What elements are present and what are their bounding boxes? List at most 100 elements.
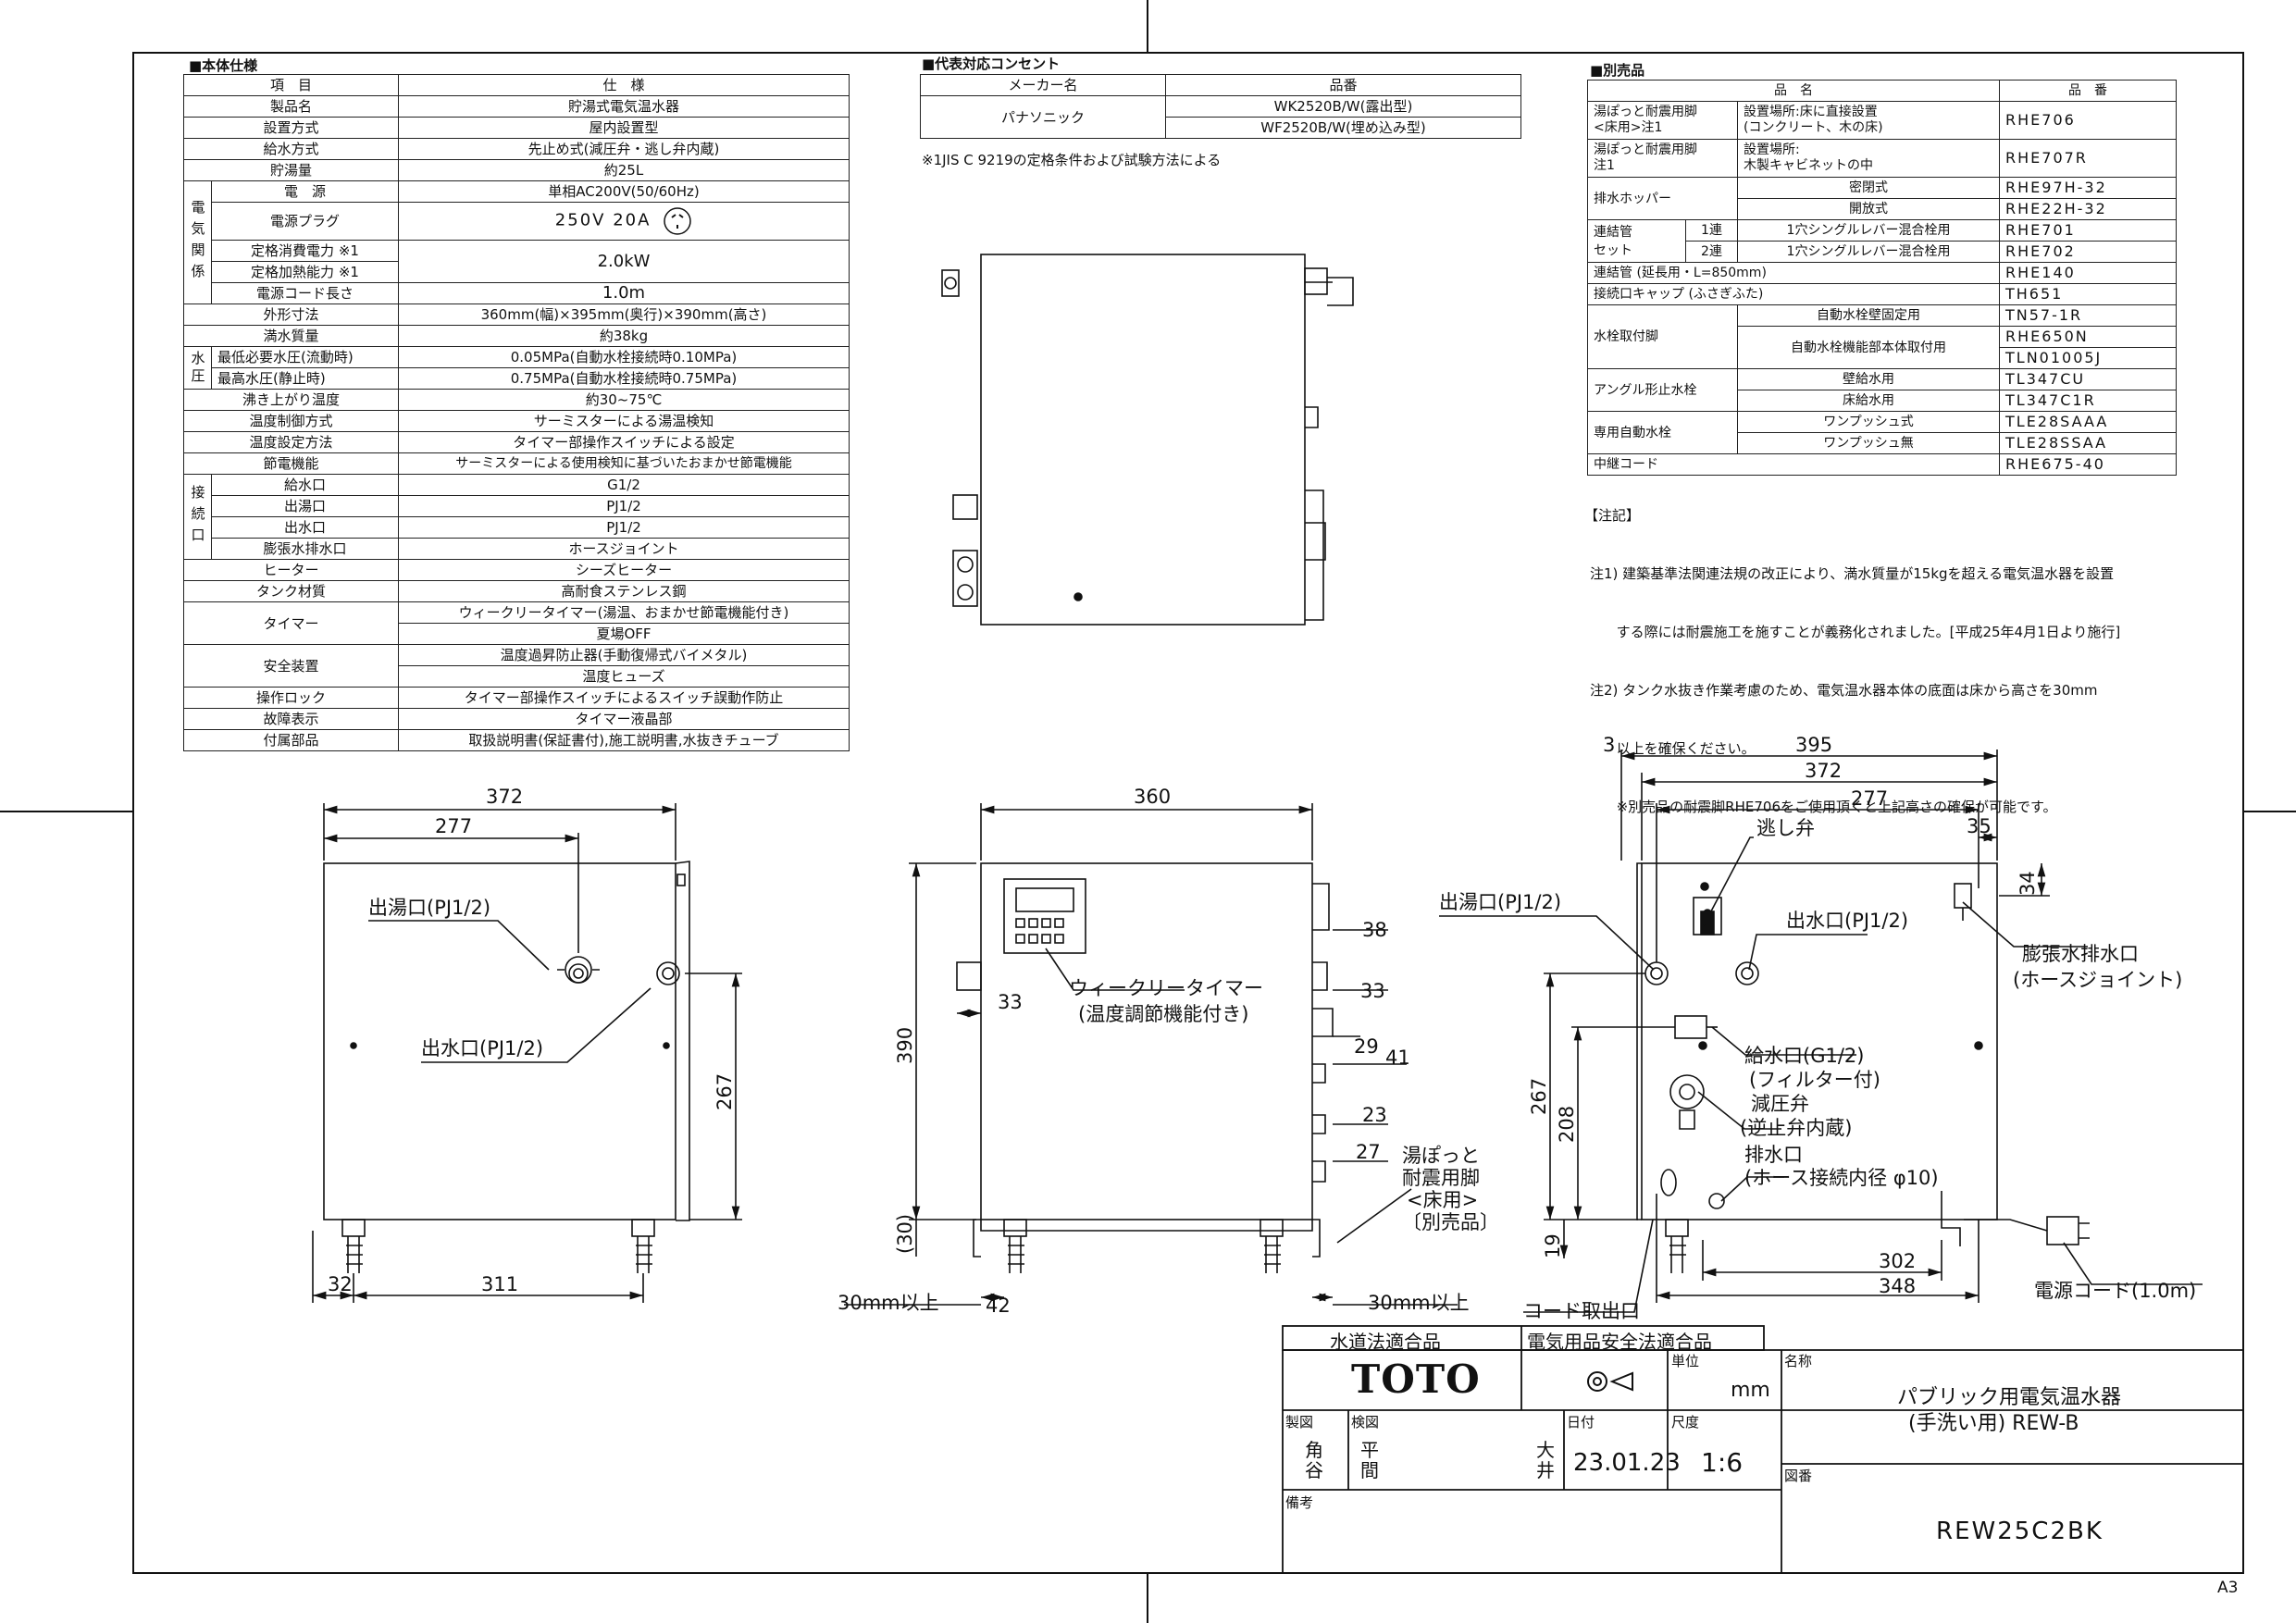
approved-by: 大井 — [1536, 1439, 1555, 1481]
label-hot-outlet: 出湯口(PJ1/2) — [1439, 891, 1561, 913]
dim-33: 33 — [1360, 980, 1385, 1002]
date-value: 23.01.23 — [1573, 1449, 1681, 1477]
plug-outlet-icon — [664, 207, 691, 235]
checked-by: 平間 — [1360, 1439, 1379, 1481]
side-view — [844, 803, 1458, 1306]
dim-41: 41 — [1385, 1047, 1410, 1069]
back-view — [1439, 750, 2203, 1313]
options-sub: 2連 — [1685, 241, 1738, 263]
label-drain: 排水口 — [1744, 1144, 1803, 1166]
label-legs: 耐震用脚 — [1402, 1167, 1480, 1189]
spec-value: PJ1/2 — [398, 495, 850, 517]
options-code: RHE707R — [1999, 139, 2177, 178]
unit-label: 単位 — [1671, 1353, 1700, 1369]
options-code: TL347C1R — [1999, 390, 2177, 412]
options-code: RHE140 — [1999, 262, 2177, 284]
spec-label: 温度設定方法 — [183, 431, 399, 453]
label-expansion-drain: 膨張水排水口 — [2022, 943, 2139, 965]
note-line: 注1) 建築基準法関連法規の改正により、満水質量が15kgを超える電気温水器を設… — [1590, 565, 2115, 582]
spec-label: 膨張水排水口 — [211, 538, 399, 560]
scale-value: 1:6 — [1701, 1447, 1744, 1478]
dim-267: 267 — [714, 1073, 736, 1110]
spec-label: 付属部品 — [183, 729, 399, 751]
dim-32: 32 — [328, 1273, 353, 1295]
spec-label: 電源コード長さ — [211, 282, 399, 304]
spec-label: 最低必要水圧(流動時) — [211, 346, 399, 368]
label-reducer-sub: (逆止弁内蔵) — [1740, 1117, 1852, 1139]
spec-label: 貯湯量 — [183, 159, 399, 181]
label-legs: <床用> — [1407, 1189, 1478, 1211]
scale-label: 尺度 — [1671, 1414, 1700, 1431]
spec-label: 操作ロック — [183, 687, 399, 709]
dim-372: 372 — [486, 786, 523, 808]
label-power-cord: 電源コード(1.0m) — [2034, 1280, 2196, 1302]
dim-267: 267 — [1528, 1078, 1550, 1115]
spec-value: 夏場OFF — [398, 623, 850, 645]
label-water-outlet: 出水口(PJ1/2) — [421, 1037, 543, 1059]
leg-right — [631, 1219, 655, 1282]
dim-390: 390 — [894, 1027, 916, 1064]
dim-29: 29 — [1354, 1035, 1379, 1058]
outlet-title: ■代表対応コンセント — [922, 56, 1061, 72]
brand-logo: TOTO — [1351, 1357, 1481, 1402]
cert-water: 水道法適合品 — [1330, 1331, 1441, 1353]
dim-360: 360 — [1134, 786, 1171, 808]
spec-value: タイマー部操作スイッチによる設定 — [398, 431, 850, 453]
spec-value: 温度過昇防止器(手動復帰式バイメタル) — [398, 644, 850, 666]
product-name-sub: (手洗い用) REW-B — [1908, 1412, 2079, 1435]
label-legs: 〔別売品〕 — [1402, 1211, 1499, 1233]
label-hot-outlet: 出湯口(PJ1/2) — [368, 897, 490, 919]
options-detail: 開放式 — [1737, 198, 2000, 220]
outlet-maker: パナソニック — [920, 95, 1166, 139]
top-view — [941, 254, 1354, 626]
dim-42: 42 — [986, 1295, 1011, 1317]
spec-value: 貯湯式電気温水器 — [398, 95, 850, 118]
dim-372: 372 — [1805, 760, 1842, 782]
leg-left — [341, 1219, 366, 1282]
name-label: 名称 — [1784, 1353, 1813, 1369]
outlet-model: WF2520B/W(埋め込み型) — [1165, 117, 1521, 139]
dim-395: 395 — [1795, 734, 1832, 756]
dim-35: 35 — [1967, 815, 1992, 837]
label-cord-outlet: コード取出口 — [1523, 1300, 1640, 1322]
label-legs: 湯ぽっと — [1402, 1145, 1480, 1167]
product-name: パブリック用電気温水器 — [1897, 1386, 2122, 1409]
options-name: アングル形止水栓 — [1587, 368, 1738, 412]
outlet-footnote: ※1JIS C 9219の定格条件および試験方法による — [922, 152, 1222, 168]
options-code: TL347CU — [1999, 368, 2177, 390]
dim-30: (30) — [894, 1214, 916, 1254]
spec-header-item: 項 目 — [183, 74, 399, 96]
spec-label: 定格消費電力 ※1 — [211, 240, 399, 262]
options-detail: 自動水栓壁固定用 — [1737, 304, 2000, 327]
options-detail: ワンプッシュ式 — [1737, 411, 2000, 433]
options-code: TN57-1R — [1999, 304, 2177, 327]
drawn-label: 製図 — [1285, 1414, 1314, 1431]
front-view — [312, 803, 742, 1303]
dim-23: 23 — [1362, 1104, 1387, 1126]
dim-3: 3 — [1603, 734, 1615, 756]
options-detail: 設置場所:床に直接設置 (コンクリート、木の床) — [1737, 101, 2000, 140]
drawing-number: REW25C2BK — [1936, 1518, 2104, 1545]
label-timer: ウィークリータイマー — [1069, 977, 1263, 999]
dim-302: 302 — [1879, 1250, 1916, 1272]
spec-label: 製品名 — [183, 95, 399, 118]
options-name: 接続口キャップ (ふさぎふた) — [1587, 283, 2000, 305]
checked-label: 検図 — [1351, 1414, 1380, 1431]
options-detail: 1穴シングルレバー混合栓用 — [1737, 219, 2000, 242]
timer-panel — [1003, 878, 1086, 954]
dim-208: 208 — [1556, 1106, 1578, 1143]
options-sub: 1連 — [1685, 219, 1738, 242]
spec-label: 故障表示 — [183, 708, 399, 730]
dim-38: 38 — [1362, 919, 1387, 941]
spec-value: 高耐食ステンレス鋼 — [398, 580, 850, 602]
spec-label: 設置方式 — [183, 117, 399, 139]
options-name: 水栓取付脚 — [1587, 304, 1738, 369]
spec-label: 定格加熱能力 ※1 — [211, 261, 399, 283]
spec-label: ヒーター — [183, 559, 399, 581]
note-line: する際には耐震施工を施すことが義務化されました。[平成25年4月1日より施行] — [1590, 624, 2121, 640]
options-detail: 1穴シングルレバー混合栓用 — [1737, 241, 2000, 263]
